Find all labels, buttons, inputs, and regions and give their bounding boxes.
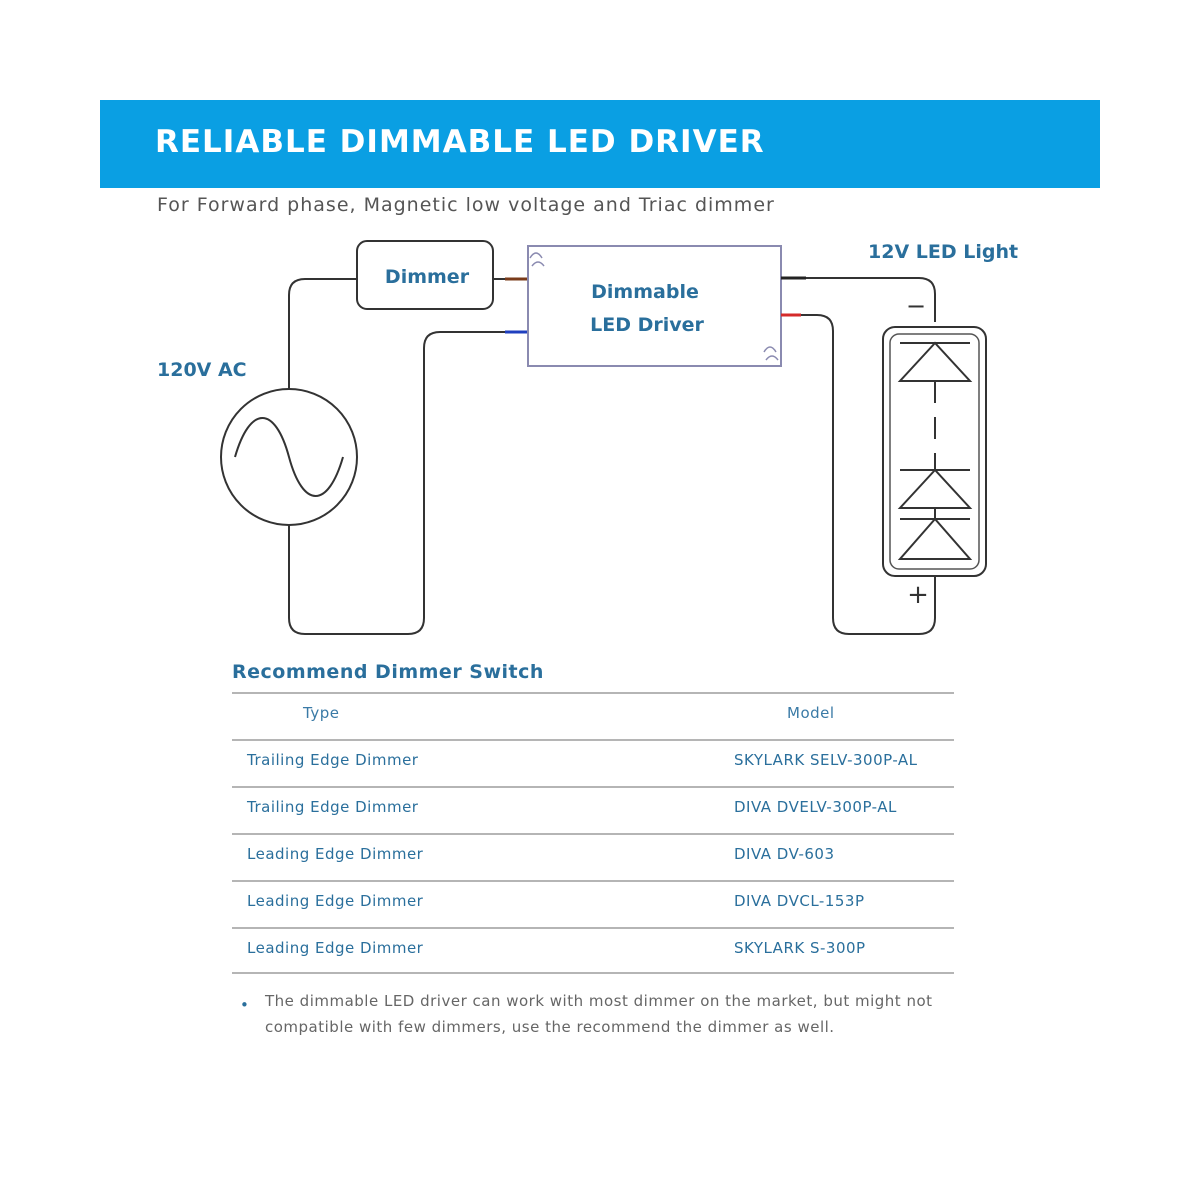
driver-label-line1: Dimmable bbox=[591, 281, 699, 303]
column-header-model: Model bbox=[787, 704, 835, 722]
table-row: Leading Edge Dimmer SKYLARK S-300P bbox=[232, 927, 954, 974]
ac-voltage-label: 120V AC bbox=[157, 359, 247, 381]
dimmer-type-cell: Trailing Edge Dimmer bbox=[247, 798, 419, 816]
wire-ac-to-driver bbox=[288, 331, 505, 635]
led-light-label: 12V LED Light bbox=[868, 241, 1018, 263]
table-title: Recommend Dimmer Switch bbox=[232, 661, 544, 683]
plus-sign: + bbox=[907, 580, 929, 610]
title-banner: RELIABLE DIMMABLE LED DRIVER bbox=[100, 100, 1100, 188]
table-row: Trailing Edge Dimmer DIVA DVELV-300P-AL bbox=[232, 786, 954, 833]
dimmer-type-cell: Leading Edge Dimmer bbox=[247, 892, 424, 910]
led-light-inner-box bbox=[889, 333, 980, 570]
table-row: Leading Edge Dimmer DIVA DVCL-153P bbox=[232, 880, 954, 927]
led-diode-icon bbox=[897, 341, 973, 382]
dimmer-type-cell: Trailing Edge Dimmer bbox=[247, 751, 419, 769]
bullet-icon: • bbox=[240, 996, 250, 1014]
page-subtitle: For Forward phase, Magnetic low voltage … bbox=[157, 194, 775, 216]
table-row: Trailing Edge Dimmer SKYLARK SELV-300P-A… bbox=[232, 739, 954, 786]
dimmer-type-cell: Leading Edge Dimmer bbox=[247, 845, 424, 863]
led-diode-icon bbox=[897, 517, 973, 560]
table-header-row: Type Model bbox=[232, 692, 954, 739]
driver-label-line2: LED Driver bbox=[590, 314, 704, 336]
dimmer-model-cell: DIVA DVELV-300P-AL bbox=[734, 798, 897, 816]
dimmer-model-cell: DIVA DVCL-153P bbox=[734, 892, 865, 910]
sine-wave-icon bbox=[234, 417, 344, 497]
dimmer-label: Dimmer bbox=[385, 266, 470, 288]
note-text: The dimmable LED driver can work with mo… bbox=[265, 992, 933, 1036]
dimmer-table: Recommend Dimmer Switch Type Model Trail… bbox=[232, 658, 954, 974]
table-row: Leading Edge Dimmer DIVA DV-603 bbox=[232, 833, 954, 880]
dimmer-box bbox=[356, 240, 494, 310]
mounting-tab-top-icon bbox=[529, 252, 545, 267]
wire-driver-to-led-plus bbox=[801, 314, 936, 635]
mounting-tab-bottom-icon bbox=[763, 346, 779, 361]
minus-sign: − bbox=[906, 292, 926, 320]
led-light-box bbox=[882, 326, 987, 577]
dimmer-model-cell: SKYLARK SELV-300P-AL bbox=[734, 751, 918, 769]
dimmer-model-cell: DIVA DV-603 bbox=[734, 845, 835, 863]
dimmer-model-cell: SKYLARK S-300P bbox=[734, 939, 866, 957]
wiring-diagram: Dimmer Dimmable LED Driver − + 12V LED L… bbox=[157, 240, 1018, 635]
dimmer-type-cell: Leading Edge Dimmer bbox=[247, 939, 424, 957]
wire-driver-to-led-minus bbox=[806, 277, 936, 322]
wire-ac-to-dimmer bbox=[288, 278, 357, 389]
page-title: RELIABLE DIMMABLE LED DRIVER bbox=[155, 124, 765, 160]
led-driver-box bbox=[527, 245, 782, 367]
column-header-type: Type bbox=[303, 704, 340, 722]
led-diode-icon bbox=[897, 468, 973, 509]
